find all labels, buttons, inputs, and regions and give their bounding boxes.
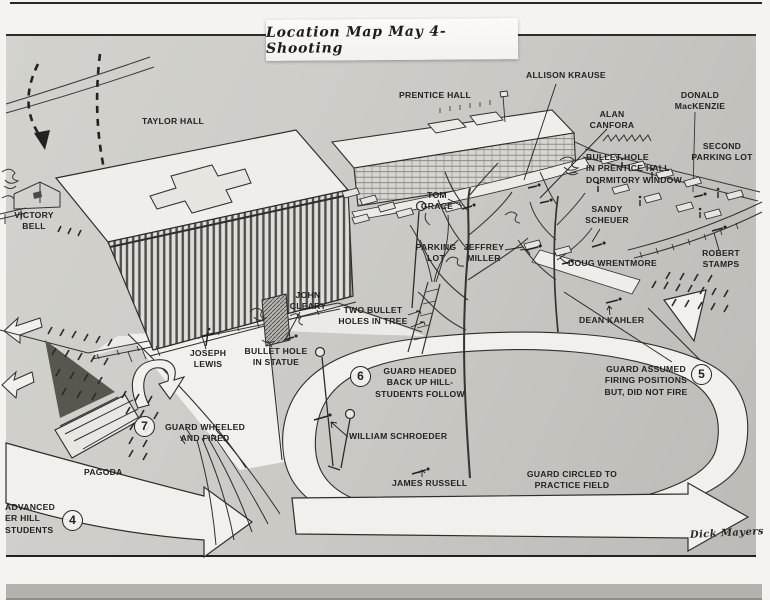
label-event-5: GUARD ASSUMED FIRING POSITIONS BUT, DID … xyxy=(604,364,688,397)
label-parking-lot: PARKING LOT xyxy=(415,242,457,264)
label-dean-kahler: DEAN KAHLER xyxy=(579,315,645,325)
label-taylor-hall: TAYLOR HALL xyxy=(142,116,204,126)
gunfire-spray xyxy=(179,427,281,546)
guard-wheel-arrow xyxy=(131,359,186,409)
label-jeffrey-miller: JEFFREY MILLER xyxy=(463,242,505,264)
event-number-5: 5 xyxy=(691,364,712,385)
crowd-figures xyxy=(47,225,729,461)
photo-top-edge xyxy=(10,2,762,4)
second-parking-lot-vehicles xyxy=(596,153,745,220)
student-dispersal-arrows xyxy=(1,316,43,400)
label-victory-bell: VICTORY BELL xyxy=(14,210,54,232)
trees xyxy=(1,156,593,479)
event-number-4: 4 xyxy=(62,510,83,531)
label-joseph-lewis: JOSEPH LEWIS xyxy=(189,348,227,370)
photo-bottom-edge xyxy=(6,584,762,600)
label-event-6: GUARD HEADED BACK UP HILL- STUDENTS FOLL… xyxy=(375,366,465,399)
map-title: Location Map May 4- Shooting xyxy=(265,18,519,61)
lamp-posts xyxy=(314,200,427,471)
prentice-hall-building xyxy=(330,90,591,221)
label-leader-lines xyxy=(201,83,720,477)
label-second-parking-lot: SECOND PARKING LOT xyxy=(691,141,753,163)
taylor-terrace xyxy=(92,306,425,356)
route-bottom-arrow xyxy=(291,481,750,553)
label-william-schroeder: WILLIAM SCHROEDER xyxy=(349,431,448,441)
second-lot-walk xyxy=(531,111,763,295)
label-bullet-hole-prentice: BULLET HOLE IN PRENTICE HALL DORMITORY W… xyxy=(586,152,682,185)
label-tom-grace: TOM GRACE xyxy=(420,190,454,212)
event-number-7: 7 xyxy=(134,416,155,437)
event-number-6: 6 xyxy=(350,366,371,387)
label-donald-mackenzie: DONALD MacKENZIE xyxy=(674,90,726,112)
label-bullet-hole-statue: BULLET HOLE IN STATUE xyxy=(244,346,308,368)
route-4-arrow xyxy=(5,442,254,559)
label-robert-stamps: ROBERT STAMPS xyxy=(702,248,740,270)
label-practice-field: GUARD CIRCLED TO PRACTICE FIELD xyxy=(526,469,618,491)
label-event-7: GUARD WHEELED AND FIRED xyxy=(164,422,246,444)
label-allison-krause: ALLISON KRAUSE xyxy=(526,70,606,80)
label-prentice-hall: PRENTICE HALL xyxy=(399,90,471,100)
route-5-arrowhead xyxy=(662,289,707,343)
statue xyxy=(249,293,304,347)
label-sandy-scheuer: SANDY SCHEUER xyxy=(585,204,629,226)
label-alan-canfora: ALAN CANFORA xyxy=(589,109,635,131)
pagoda-structure xyxy=(45,340,141,459)
label-james-russell: JAMES RUSSELL xyxy=(392,478,468,488)
victory-bell-structure xyxy=(0,181,61,224)
label-pagoda: PAGODA xyxy=(84,467,123,477)
label-event-4: ADVANCED ER HILL STUDENTS xyxy=(5,502,56,535)
label-doug-wrentmore: DOUG WRENTMORE xyxy=(568,258,657,268)
label-john-cleary: JOHN CLEARY xyxy=(289,290,327,312)
taylor-hall-building xyxy=(54,129,357,363)
person-figures xyxy=(201,183,727,475)
label-two-bullet-holes-tree: TWO BULLET HOLES IN TREE xyxy=(338,305,408,327)
